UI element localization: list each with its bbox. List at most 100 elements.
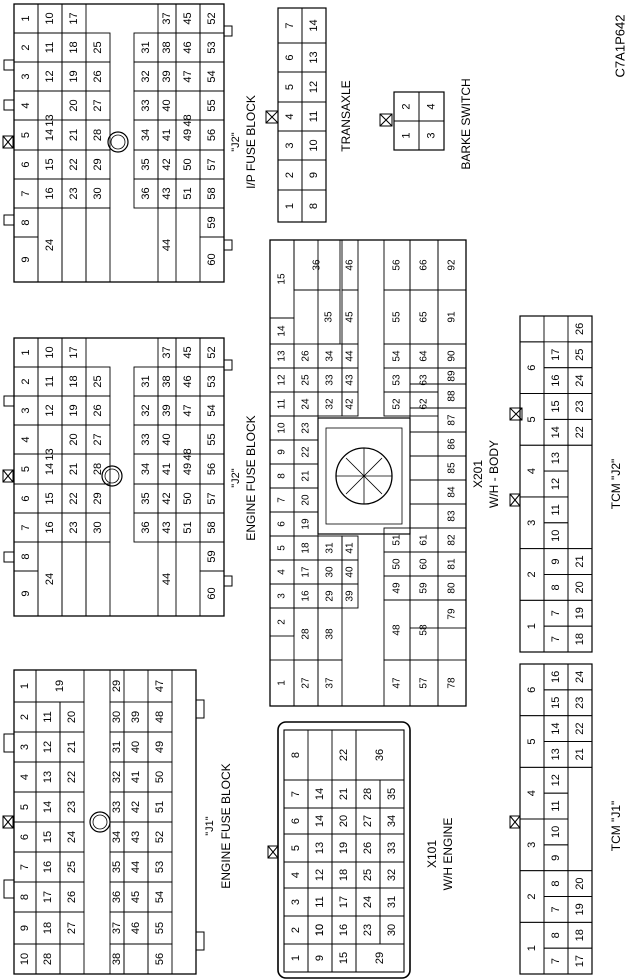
- pin-6: 6: [526, 687, 538, 693]
- pin-10: 10: [44, 346, 56, 358]
- pin-27: 27: [92, 99, 104, 111]
- pin-42: 42: [161, 158, 173, 170]
- pin-13: 13: [44, 448, 56, 460]
- pin-18: 18: [574, 929, 586, 941]
- pin-16: 16: [301, 590, 312, 602]
- pin-9: 9: [20, 590, 32, 596]
- pin-51: 51: [182, 521, 194, 533]
- pin-10: 10: [314, 924, 326, 936]
- pin-1: 1: [20, 349, 32, 355]
- pin-9: 9: [550, 558, 562, 564]
- pin-84: 84: [447, 486, 458, 498]
- pin-44: 44: [130, 861, 142, 873]
- pin-26: 26: [362, 842, 374, 854]
- pin-41: 41: [345, 542, 356, 554]
- x201-pin-cell: [437, 659, 467, 707]
- pin-41: 41: [161, 129, 173, 141]
- pin-12: 12: [277, 374, 288, 386]
- pin-61: 61: [419, 534, 430, 546]
- pin-19: 19: [574, 607, 586, 619]
- engine-fuse-block-j1-pin-cell: [59, 701, 85, 733]
- pin-19: 19: [54, 680, 66, 692]
- pin-87: 87: [447, 414, 458, 426]
- pin-60: 60: [206, 253, 218, 265]
- brake-switch-title: BARKE SWITCH: [459, 78, 473, 169]
- x101-title-2: W/H ENGINE: [441, 818, 455, 891]
- pin-83: 83: [447, 510, 458, 522]
- pin-65: 65: [419, 311, 430, 323]
- pin-89: 89: [447, 370, 458, 382]
- pin-4: 4: [526, 790, 538, 796]
- pin-46: 46: [130, 922, 142, 934]
- pin-58: 58: [419, 624, 430, 636]
- transaxle-title: TRANSAXLE: [339, 80, 353, 151]
- pin-47: 47: [392, 677, 403, 689]
- pin-33: 33: [325, 374, 336, 386]
- pin-19: 19: [338, 842, 350, 854]
- pin-43: 43: [130, 831, 142, 843]
- x201-pin-cell: [409, 479, 439, 505]
- pin-27: 27: [362, 815, 374, 827]
- pin-9: 9: [19, 925, 31, 931]
- pin-34: 34: [111, 831, 123, 843]
- x201-pin-cell: [437, 343, 467, 369]
- pin-24: 24: [574, 374, 586, 386]
- pin-25: 25: [92, 375, 104, 387]
- pin-33: 33: [140, 99, 152, 111]
- pin-25: 25: [574, 349, 586, 361]
- pin-38: 38: [161, 375, 173, 387]
- pin-4: 4: [277, 569, 288, 575]
- pin-10: 10: [314, 924, 326, 936]
- pin-55: 55: [206, 99, 218, 111]
- side-tab: [3, 395, 15, 407]
- x201-pin-cell: [341, 239, 359, 291]
- pin-57: 57: [206, 158, 218, 170]
- key-mark: [2, 469, 14, 483]
- pin-36: 36: [140, 521, 152, 533]
- pin-54: 54: [392, 350, 403, 362]
- side-tab: [3, 733, 15, 753]
- pin-56: 56: [392, 259, 403, 271]
- x101-connector: 1234567891011121314141015161718192021222…: [267, 721, 455, 979]
- pin-38: 38: [325, 628, 336, 640]
- pin-53: 53: [392, 374, 403, 386]
- pin-12: 12: [42, 741, 54, 753]
- pin-23: 23: [574, 400, 586, 412]
- pin-86: 86: [447, 438, 458, 450]
- pin-28: 28: [301, 628, 312, 640]
- pin-32: 32: [140, 70, 152, 82]
- pin-38: 38: [111, 953, 123, 965]
- pin-18: 18: [68, 41, 80, 53]
- pin-66: 66: [419, 259, 430, 271]
- pin-24: 24: [362, 896, 374, 908]
- engine-fuse-block-j1-pin-cell: [59, 943, 85, 975]
- pin-25: 25: [92, 41, 104, 53]
- pin-12: 12: [308, 81, 320, 93]
- x201-pin-cell: [341, 535, 359, 561]
- pin-31: 31: [140, 375, 152, 387]
- pin-7: 7: [550, 906, 562, 912]
- pin-23: 23: [66, 801, 78, 813]
- pin-3: 3: [426, 132, 438, 138]
- pin-27: 27: [92, 433, 104, 445]
- pin-35: 35: [140, 492, 152, 504]
- pin-5: 5: [19, 804, 31, 810]
- pin-9: 9: [20, 256, 32, 262]
- pin-78: 78: [447, 677, 458, 689]
- pin-20: 20: [66, 711, 78, 723]
- x201-pin-cell: [317, 607, 343, 661]
- pin-6: 6: [20, 161, 32, 167]
- pin-12: 12: [44, 70, 56, 82]
- ip-fuse-block-j2-pin-cell: [85, 207, 111, 283]
- pin-28: 28: [362, 788, 374, 800]
- pin-62: 62: [419, 398, 430, 410]
- pin-42: 42: [345, 398, 356, 410]
- pin-5: 5: [526, 738, 538, 744]
- engine-fuse-block-j1-pin-cell: [147, 943, 173, 975]
- pin-10: 10: [19, 953, 31, 965]
- pin-37: 37: [111, 922, 123, 934]
- key-mark: [2, 135, 14, 149]
- x101-pin-cell: [283, 729, 309, 781]
- pin-88: 88: [447, 390, 458, 402]
